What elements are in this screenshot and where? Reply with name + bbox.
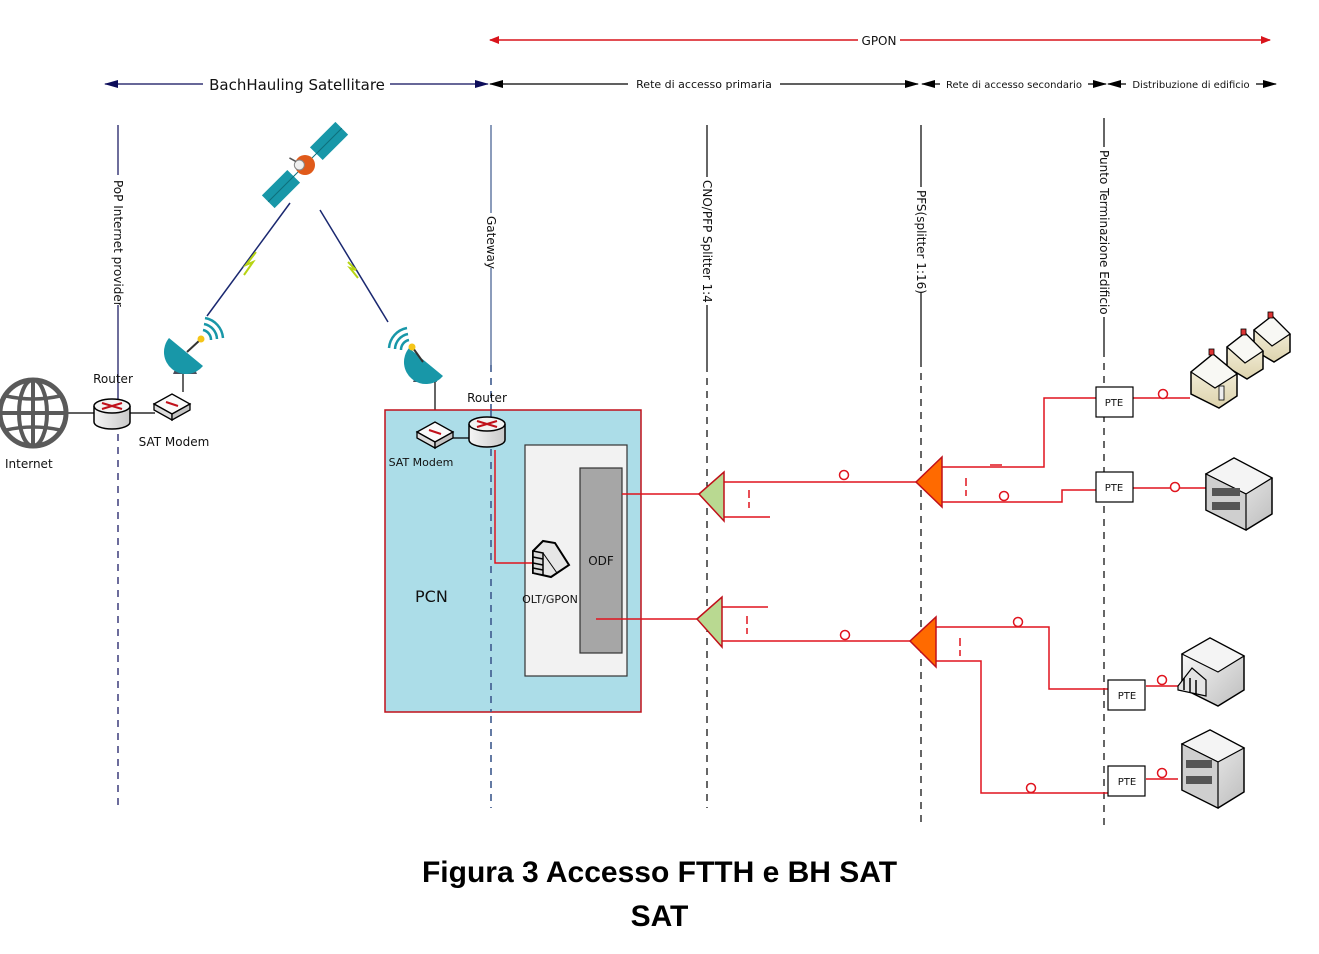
marker-pfs: PFS(splitter 1:16): [914, 125, 928, 822]
pcn-label: PCN: [415, 587, 448, 606]
internet-label: Internet: [5, 457, 53, 471]
figure-caption-line1: Figura 3 Accesso FTTH e BH SAT: [421, 856, 898, 889]
fiber-connectors: [838, 388, 1181, 794]
primary-splitter-lower-icon: [695, 595, 723, 649]
pte-box-3: PTE: [1107, 679, 1146, 711]
satellite-dish-right-icon: [387, 326, 443, 385]
satellite-icon: [261, 121, 349, 209]
satellite-link-right: [319, 209, 389, 323]
pte-box-2: PTE: [1095, 471, 1134, 503]
marker-pop: PoP Internet provider: [111, 125, 125, 808]
satellite-dish-left-icon: [163, 316, 225, 375]
secondary-splitter-upper-icon: [914, 455, 943, 509]
pfs-label: PFS(splitter 1:16): [914, 190, 928, 294]
router-left-label: Router: [93, 372, 133, 386]
olt-device-icon: [532, 539, 571, 579]
pop-label: PoP Internet provider: [111, 180, 125, 307]
internet-globe-icon: [0, 377, 69, 449]
sat-modem-left-icon: [152, 393, 192, 422]
router-left-icon: [93, 398, 131, 430]
gpon-label: GPON: [862, 34, 897, 48]
odf-box: [579, 467, 623, 654]
router-olt-fiber: [494, 450, 532, 564]
svg-text:PTE: PTE: [1105, 483, 1123, 494]
secondary-splitter-lower-icon: [908, 615, 937, 669]
secondary-span: Rete di accesso secondario: [921, 80, 1107, 91]
secondary-label: Rete di accesso secondario: [946, 80, 1082, 91]
pte-box-1: PTE: [1095, 386, 1134, 418]
pte-box-4: PTE: [1107, 765, 1146, 797]
gateway-label: Gateway: [484, 216, 498, 269]
building-label: Distribuzione di edificio: [1132, 80, 1249, 91]
backhaul-span: BachHauling Satellitare: [104, 76, 489, 94]
router-right-label: Router: [467, 391, 507, 405]
figure-caption-line2: SAT: [630, 900, 689, 933]
primary-label: Rete di accesso primaria: [636, 78, 772, 91]
cno-label: CNO/PFP Splitter 1:4: [700, 180, 714, 303]
svg-text:PTE: PTE: [1105, 398, 1123, 409]
router-right-icon: [468, 416, 506, 448]
marker-pte-point: Punto Terminazione Edificio: [1097, 118, 1111, 830]
svg-text:PTE: PTE: [1118, 777, 1136, 788]
sat-modem-right-icon: [415, 421, 455, 450]
office-building-1-icon: [1204, 457, 1274, 531]
gpon-span: GPON: [489, 34, 1271, 48]
sat-modem-right-label: SAT Modem: [389, 456, 454, 469]
svg-text:PTE: PTE: [1118, 691, 1136, 702]
olt-label: OLT/GPON: [522, 593, 578, 606]
backhaul-label: BachHauling Satellitare: [209, 76, 385, 94]
primary-splitter-upper-icon: [697, 470, 725, 523]
building-distribution-span: Distribuzione di edificio: [1107, 80, 1277, 91]
pte-point-label: Punto Terminazione Edificio: [1097, 150, 1111, 315]
satellite-link-left: [206, 202, 291, 317]
fiber-branch-lower: [596, 606, 1178, 794]
bank-building-icon: [1177, 637, 1246, 707]
sat-modem-left-label: SAT Modem: [139, 435, 210, 449]
office-building-2-icon: [1180, 729, 1246, 809]
houses-icon: [1189, 311, 1291, 409]
marker-cno: CNO/PFP Splitter 1:4: [700, 125, 714, 808]
odf-label: ODF: [588, 554, 614, 568]
primary-span: Rete di accesso primaria: [489, 78, 919, 91]
